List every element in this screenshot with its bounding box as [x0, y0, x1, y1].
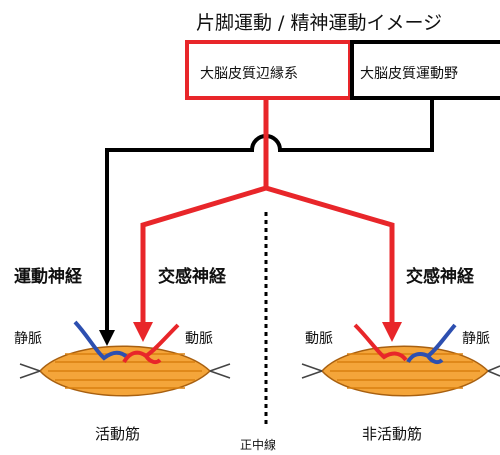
sympathetic-nerve-label-right: 交感神経: [406, 267, 474, 287]
diagram-title: 片脚運動 / 精神運動イメージ: [196, 12, 443, 34]
midline-label: 正中線: [240, 438, 277, 452]
sympathetic-nerve-label-left: 交感神経: [158, 267, 226, 287]
right-artery-label: 動脈: [305, 331, 333, 347]
left-vein-label: 静脈: [14, 331, 42, 347]
left-artery-label: 動脈: [185, 331, 213, 347]
motor-nerve-path: [99, 98, 434, 346]
active-muscle: [19, 320, 231, 397]
sympathetic-right-branch: [265, 185, 402, 342]
active-muscle-label: 活動筋: [95, 425, 141, 443]
motor-nerve-label: 運動神経: [14, 267, 82, 287]
inactive-muscle: [301, 323, 500, 397]
inactive-muscle-label: 非活動筋: [362, 425, 423, 443]
active-vein-vessel: [73, 320, 130, 361]
right-vein-label: 静脈: [462, 331, 490, 347]
motor-cortex-box: [350, 40, 500, 100]
sympathetic-left-branch: [133, 185, 267, 342]
limbic-cortex-label: 大脳皮質辺縁系: [200, 66, 298, 82]
active-artery-vessel: [122, 323, 180, 365]
motor-cortex-label: 大脳皮質運動野: [360, 66, 458, 82]
inactive-artery-vessel: [353, 323, 408, 362]
inactive-vein-vessel: [406, 323, 457, 365]
